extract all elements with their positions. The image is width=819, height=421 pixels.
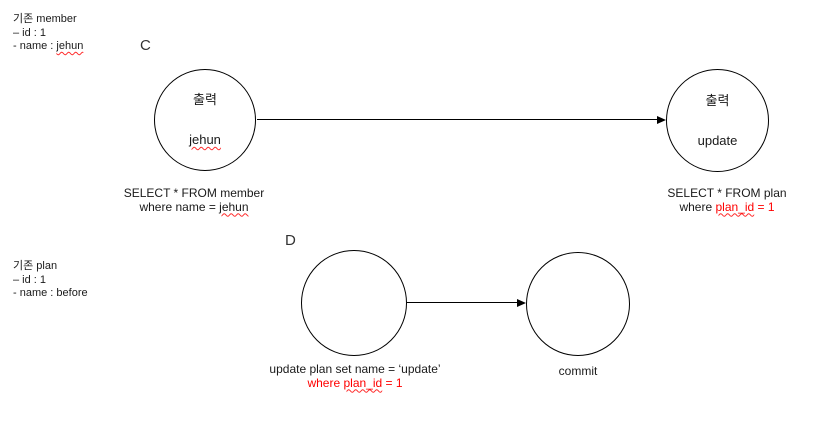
caption-commit: commit	[558, 364, 598, 378]
plan-info-block: 기존 plan – id : 1 - name : before	[13, 260, 88, 301]
caption-update-plan-line1: update plan set name = ‘update’	[269, 362, 441, 376]
node-select-plan-title: 출력	[705, 92, 730, 108]
caption-update-plan-line2: where plan_id = 1	[255, 375, 455, 391]
plan-info-name-prefix: - name :	[13, 287, 57, 299]
node-select-member-result: jehun	[189, 132, 221, 147]
caption-select-member-where: where name =	[139, 199, 220, 214]
section-c-label: C	[140, 37, 151, 54]
member-info-id: – id : 1	[13, 26, 47, 39]
section-d-label: D	[285, 232, 296, 249]
member-info-name: - name : jehun	[13, 40, 83, 54]
caption-update-plan-field: plan_id	[343, 375, 383, 390]
caption-select-plan-field: plan_id	[715, 199, 755, 214]
caption-select-plan-line1: SELECT * FROM plan	[667, 186, 787, 200]
member-info-name-value: jehun	[56, 40, 84, 52]
caption-select-member: SELECT * FROM member where name = jehun	[114, 186, 274, 215]
caption-update-plan-where: where	[307, 375, 344, 390]
caption-update-plan-cond: = 1	[382, 375, 403, 390]
arrow-c	[257, 119, 657, 121]
plan-info-title: 기존 plan	[13, 260, 58, 272]
node-select-plan-result: update	[697, 132, 738, 148]
member-info-block: 기존 member – id : 1 - name : jehun	[13, 13, 83, 54]
caption-select-member-line1: SELECT * FROM member	[123, 186, 265, 200]
caption-select-plan-cond: = 1	[754, 199, 775, 214]
member-info-name-prefix: - name :	[13, 40, 57, 52]
caption-update-plan: update plan set name = ‘update’ where pl…	[255, 362, 455, 391]
caption-select-plan-line2: where plan_id = 1	[647, 199, 807, 215]
node-select-member: 출력 jehun	[154, 69, 256, 171]
node-commit	[526, 252, 630, 356]
node-update-plan	[301, 250, 407, 356]
plan-info-id: – id : 1	[13, 273, 47, 286]
caption-select-member-value: jehun	[219, 199, 249, 214]
arrow-d	[407, 302, 517, 304]
caption-select-plan: SELECT * FROM plan where plan_id = 1	[647, 186, 807, 215]
caption-select-plan-where: where	[679, 199, 716, 214]
node-select-plan: 출력 update	[666, 69, 769, 172]
node-select-member-title: 출력	[193, 92, 217, 107]
plan-info-name-value: before	[56, 287, 88, 299]
caption-select-member-line2: where name = jehun	[114, 199, 274, 215]
member-info-title: 기존 member	[13, 13, 77, 25]
plan-info-name: - name : before	[13, 287, 88, 301]
